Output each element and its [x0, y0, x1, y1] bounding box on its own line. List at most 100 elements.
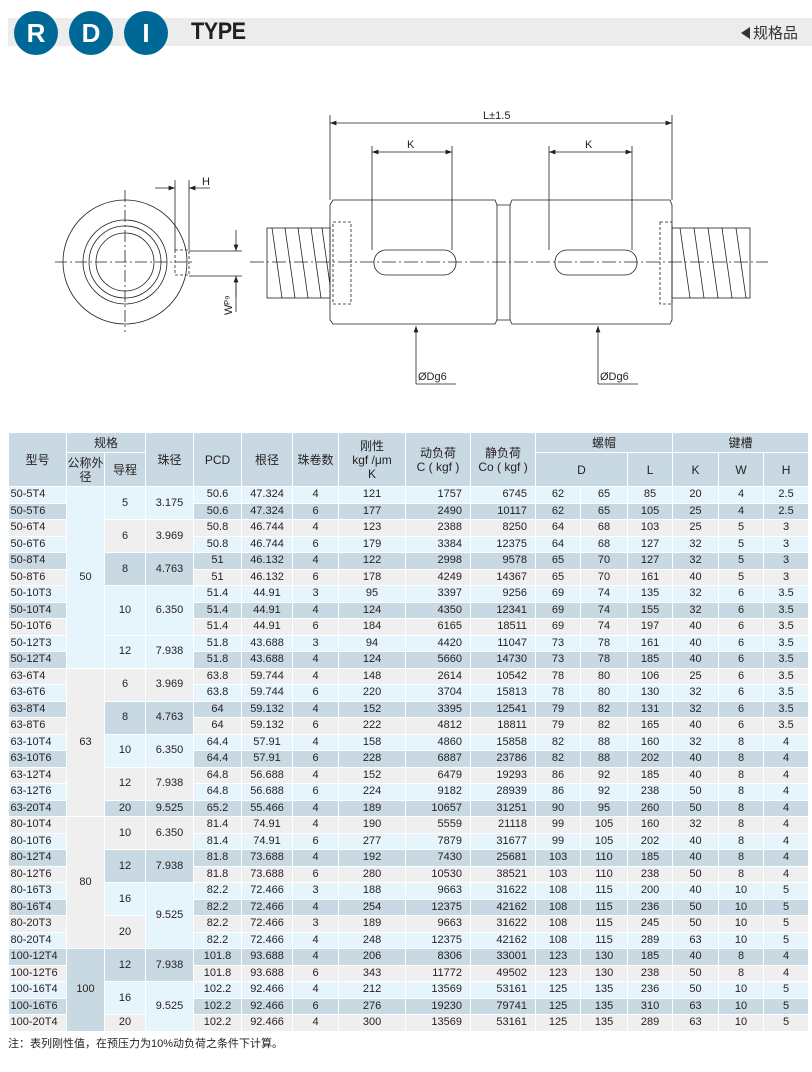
nut-d2-cell: 135 — [580, 1014, 629, 1032]
pcd-cell: 50.8 — [193, 536, 243, 553]
key-w-cell: 4 — [718, 486, 765, 504]
turns-cell: 4 — [292, 899, 340, 916]
model-cell: 50-10T6 — [8, 618, 67, 636]
key-w-cell: 10 — [718, 981, 765, 999]
static-load-cell: 25681 — [470, 849, 537, 867]
nut-l-cell: 127 — [627, 536, 674, 553]
key-k-cell: 50 — [672, 800, 720, 817]
screw-thread-left — [266, 227, 331, 299]
nut-d1-cell: 78 — [535, 668, 582, 685]
key-k-cell: 32 — [672, 734, 720, 751]
key-h-cell: 4 — [763, 849, 810, 867]
key-w-cell: 10 — [718, 1014, 765, 1032]
key-k-cell: 40 — [672, 833, 720, 850]
turns-cell: 4 — [292, 1014, 340, 1032]
header-l: L — [627, 452, 674, 487]
key-k-cell: 32 — [672, 552, 720, 570]
root-cell: 72.466 — [241, 932, 294, 949]
spec-link[interactable]: 规格品 — [740, 22, 798, 43]
turns-cell: 4 — [292, 948, 340, 966]
header-d: D — [535, 452, 629, 487]
model-cell: 50-12T4 — [8, 651, 67, 669]
key-w-cell: 10 — [718, 882, 765, 900]
dynamic-load-cell: 8306 — [405, 948, 472, 966]
header-pcd: PCD — [193, 432, 243, 487]
root-cell: 59.744 — [241, 684, 294, 702]
static-load-cell: 18811 — [470, 717, 537, 735]
pcd-cell: 102.2 — [193, 1014, 243, 1032]
header-ball: 珠径 — [145, 432, 195, 487]
turns-cell: 3 — [292, 635, 340, 652]
type-title: TYPE — [191, 18, 246, 45]
nut-d2-cell: 95 — [580, 800, 629, 817]
turns-cell: 6 — [292, 783, 340, 801]
stiffness-cell: 178 — [338, 569, 407, 586]
pcd-cell: 51.4 — [193, 602, 243, 619]
pcd-cell: 81.4 — [193, 816, 243, 834]
dynamic-load-cell: 3704 — [405, 684, 472, 702]
static-load-cell: 31622 — [470, 915, 537, 933]
stiffness-cell: 188 — [338, 882, 407, 900]
dynamic-load-cell: 2998 — [405, 552, 472, 570]
key-w-cell: 8 — [718, 750, 765, 768]
root-cell: 72.466 — [241, 882, 294, 900]
stiffness-cell: 94 — [338, 635, 407, 652]
stiffness-cell: 158 — [338, 734, 407, 751]
key-k-cell: 40 — [672, 948, 720, 966]
turns-cell: 4 — [292, 932, 340, 949]
nut-d2-cell: 65 — [580, 503, 629, 520]
static-load-cell: 28939 — [470, 783, 537, 801]
static-load-cell: 12341 — [470, 602, 537, 619]
key-w-cell: 8 — [718, 783, 765, 801]
key-h-cell: 3.5 — [763, 701, 810, 718]
key-k-cell: 50 — [672, 965, 720, 982]
lead-cell: 12 — [104, 767, 147, 801]
key-k-cell: 40 — [672, 767, 720, 784]
dynamic-load-cell: 7430 — [405, 849, 472, 867]
model-cell: 50-8T6 — [8, 569, 67, 586]
lead-cell: 10 — [104, 816, 147, 850]
root-cell: 59.132 — [241, 701, 294, 718]
static-load-cell: 14367 — [470, 569, 537, 586]
key-k-cell: 20 — [672, 486, 720, 504]
nut-d2-cell: 68 — [580, 519, 629, 537]
lead-cell: 12 — [104, 849, 147, 883]
key-h-cell: 5 — [763, 882, 810, 900]
stiffness-cell: 224 — [338, 783, 407, 801]
key-w-cell: 8 — [718, 816, 765, 834]
key-k-cell: 50 — [672, 899, 720, 916]
stiffness-cell: 300 — [338, 1014, 407, 1032]
key-w-cell: 8 — [718, 948, 765, 966]
key-k-cell: 63 — [672, 932, 720, 949]
stiffness-cell: 220 — [338, 684, 407, 702]
pcd-cell: 63.8 — [193, 668, 243, 685]
pcd-cell: 82.2 — [193, 882, 243, 900]
nut-d1-cell: 123 — [535, 965, 582, 982]
key-k-cell: 25 — [672, 668, 720, 685]
pcd-cell: 51.4 — [193, 585, 243, 603]
turns-cell: 6 — [292, 618, 340, 636]
dynamic-load-cell: 11772 — [405, 965, 472, 982]
key-k-cell: 32 — [672, 816, 720, 834]
key-w-cell: 10 — [718, 932, 765, 949]
header-w: W — [718, 452, 765, 487]
static-load-cell: 23786 — [470, 750, 537, 768]
model-cell: 50-6T4 — [8, 519, 67, 537]
ball-diameter-cell: 7.938 — [145, 767, 195, 801]
stiffness-cell: 177 — [338, 503, 407, 520]
stiffness-cell: 280 — [338, 866, 407, 883]
nut-d2-cell: 92 — [580, 783, 629, 801]
ball-screw-drawing: L±1.5 K K H Wᴾ⁹ ØDg6 ØDg6 — [55, 110, 768, 385]
lead-cell: 12 — [104, 635, 147, 669]
model-cell: 100-12T4 — [8, 948, 67, 966]
